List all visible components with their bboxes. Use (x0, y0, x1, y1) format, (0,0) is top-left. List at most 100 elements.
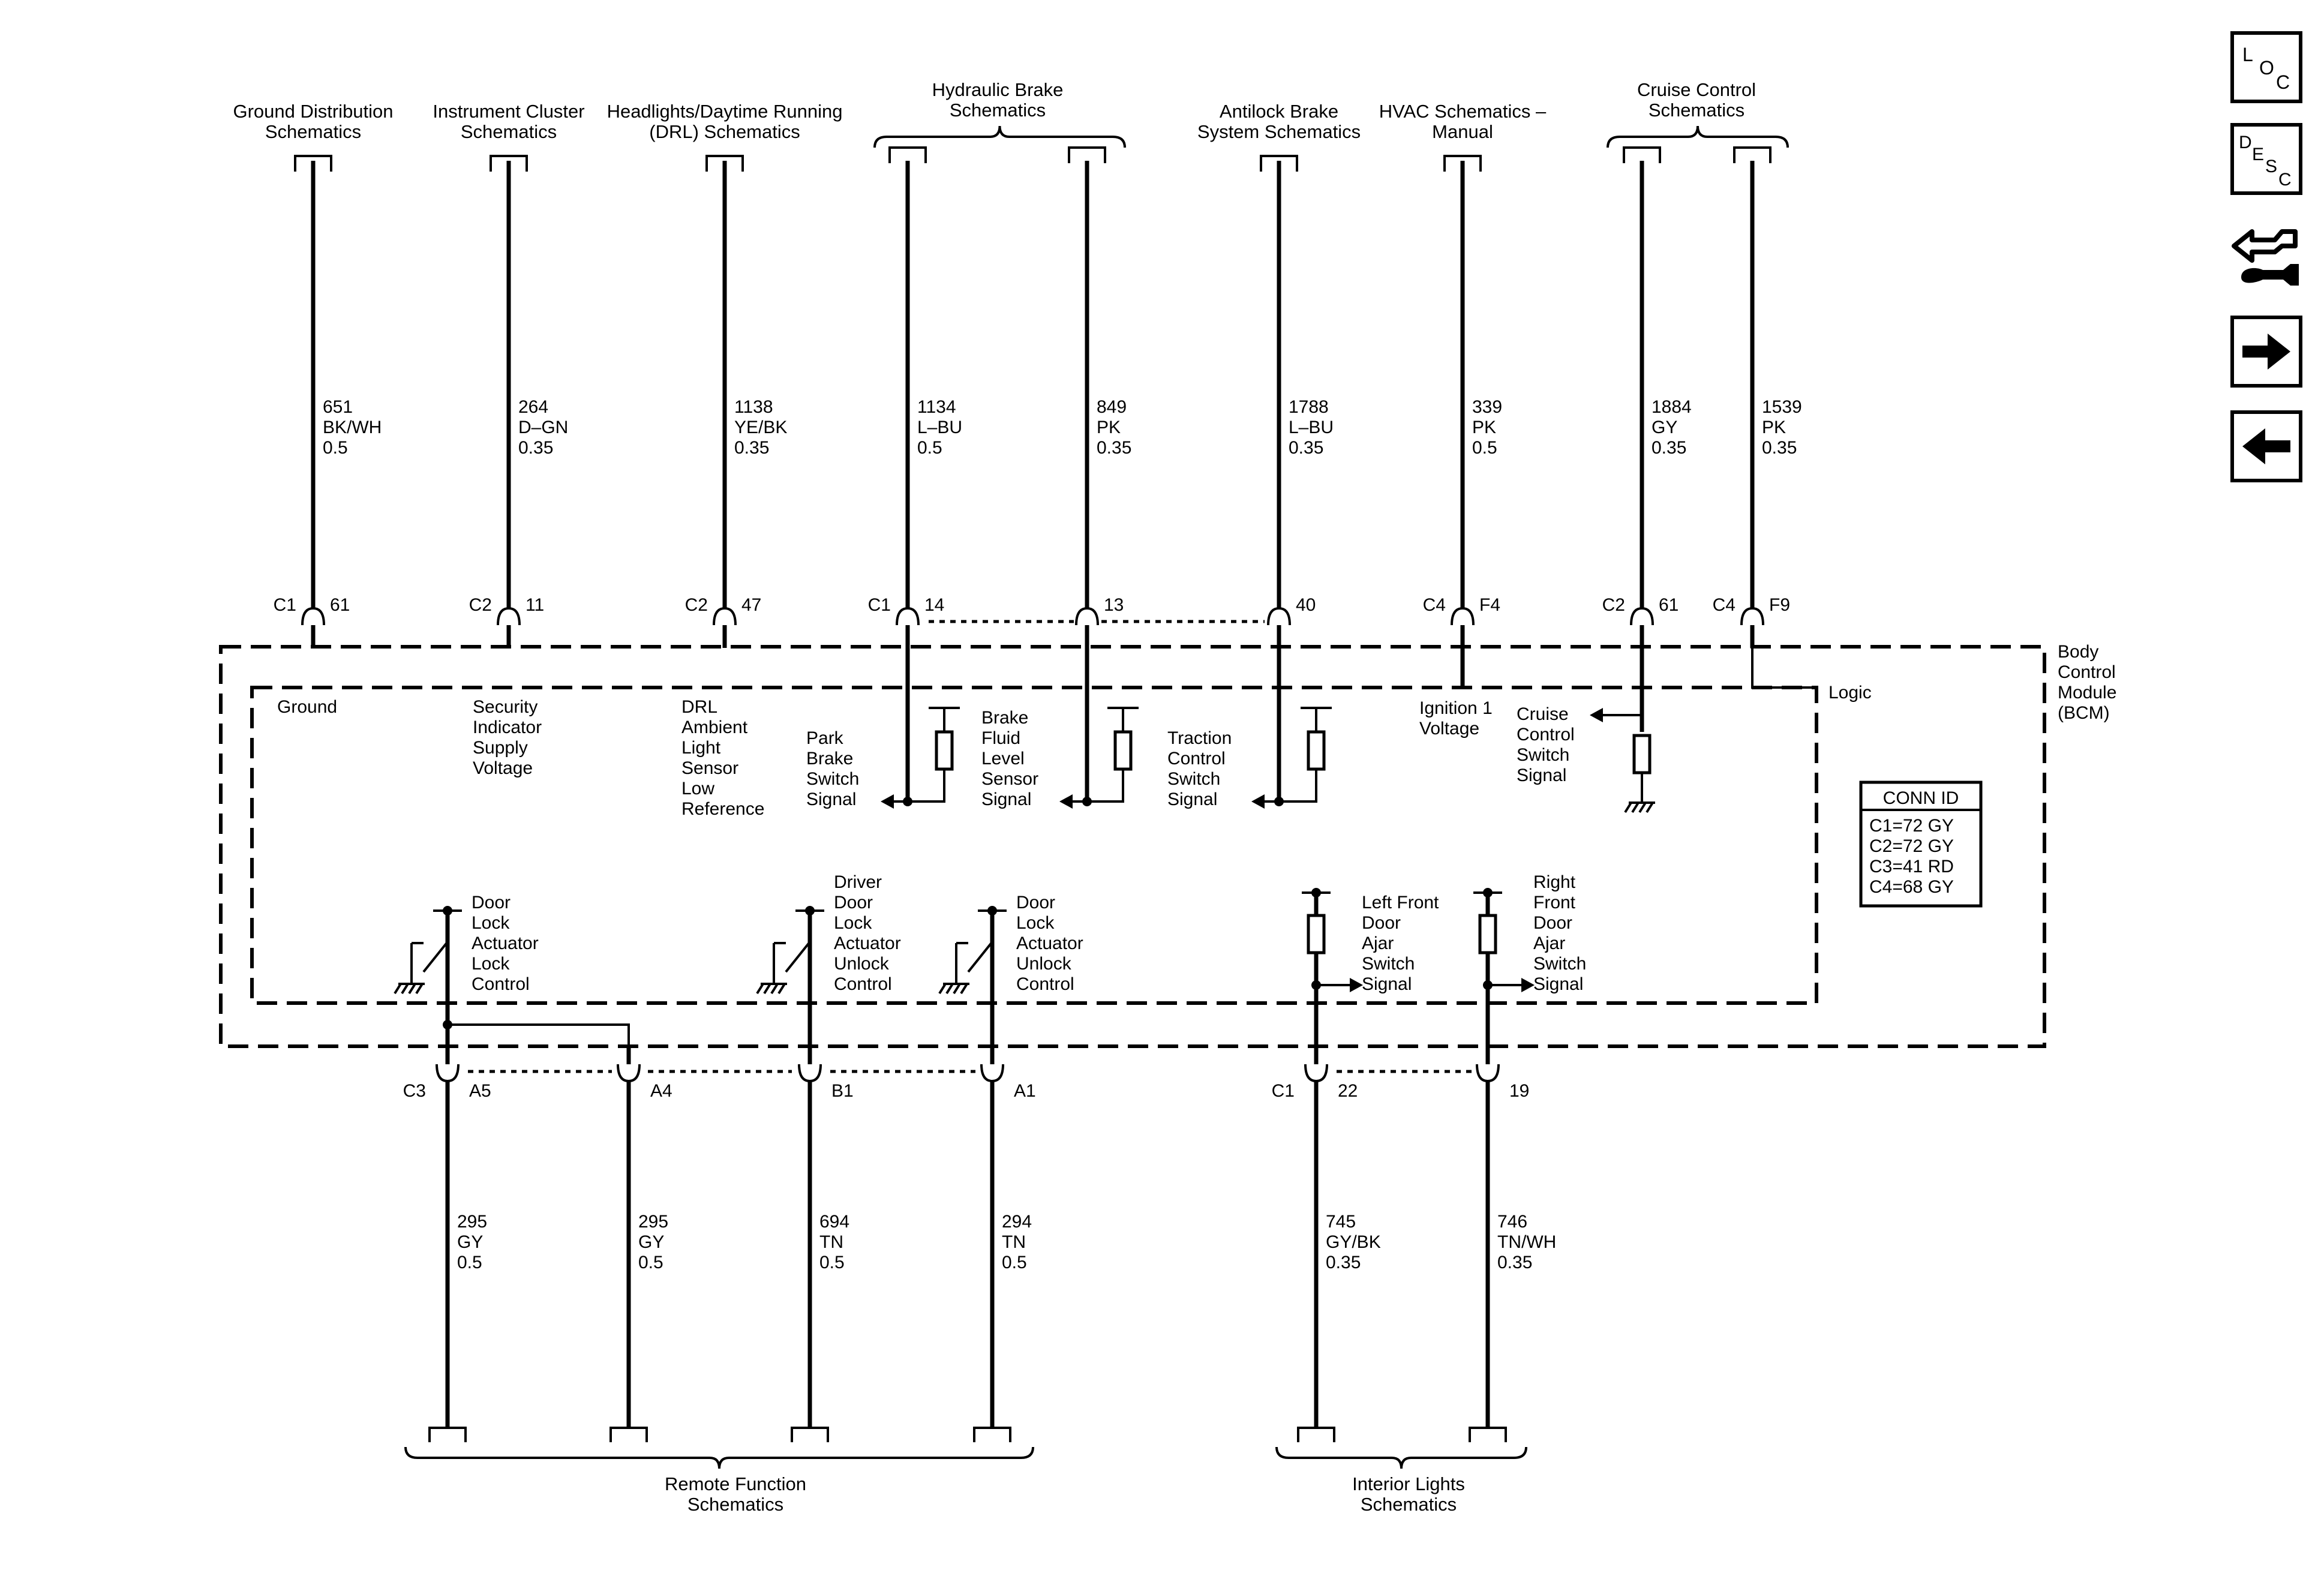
top-circuit-0: Ground DistributionSchematics651BK/WH0.5… (233, 101, 394, 648)
bottom-circuit-1-pigtail (609, 1427, 648, 1442)
func-brake-fluid-line-0: Brake (981, 708, 1028, 728)
park-brake-arrow (881, 794, 894, 809)
bottom-circuit-0-pin: A5 (469, 1081, 491, 1101)
module-name-line-3: (BCM) (2058, 703, 2110, 723)
func-unlock-line-2: Actuator (1016, 933, 1083, 953)
func-traction-line-2: Switch (1167, 769, 1220, 789)
left-front-ajar-top-dot (1311, 888, 1321, 897)
func-driver-unlock-line-1: Door (834, 893, 873, 912)
lock-bridge-node (443, 1020, 452, 1029)
traction-resistor (1307, 730, 1326, 771)
func-door-lock-line-0: Door (472, 893, 511, 912)
module-name-line-0: Body (2058, 642, 2098, 662)
top-circuit-1-title-line-1: Schematics (461, 121, 557, 142)
func-security-line-1: Indicator (473, 718, 542, 737)
bottom-circuit-4-wire-spec-line-1: GY/BK (1326, 1232, 1381, 1252)
top-circuit-8-pin: F9 (1769, 595, 1790, 615)
func-driver-unlock-line-2: Lock (834, 913, 872, 933)
top-circuit-7-pin: 61 (1659, 595, 1679, 615)
cruise-pigtail-1 (1623, 146, 1661, 163)
next-page-button[interactable] (2230, 316, 2302, 388)
bcm-module-boundary (219, 645, 2046, 1048)
func-drl-line-0: DRL (681, 697, 717, 717)
bottom-circuit-5-wire-spec-line-2: 0.35 (1497, 1253, 1532, 1272)
func-driver-unlock-line-0: Driver (834, 872, 882, 892)
top-circuit-0-wire-spec-line-2: 0.5 (323, 438, 348, 458)
func-right-front-ajar-line-5: Signal (1533, 974, 1583, 994)
func-left-front-ajar-line-2: Ajar (1362, 933, 1394, 953)
top-circuit-1-wire-spec-line-2: 0.35 (518, 438, 553, 458)
top-circuit-5-wire-spec-line-2: 0.35 (1289, 438, 1323, 458)
hydraulic-title-line-1: Schematics (950, 100, 1046, 121)
cruise-ground-hatch-0 (1624, 801, 1632, 813)
func-ignition-line-1: Voltage (1419, 719, 1479, 739)
conn-id-title: CONN ID (1883, 788, 1959, 808)
hydraulic-pigtail-2 (1068, 146, 1106, 163)
func-door-lock-line-4: Control (472, 974, 530, 994)
logic-lead (1751, 648, 1818, 689)
right-front-ajar-top-dot (1483, 888, 1493, 897)
park-brake-resistor (935, 730, 954, 771)
top-circuit-2-title-line-0: Headlights/Daytime Running (607, 101, 843, 122)
lock-switch-ground-hatch-3 (415, 983, 424, 995)
unlock-switch (938, 906, 1007, 1046)
top-circuit-6-title-line-1: Manual (1432, 121, 1493, 142)
top-circuit-7-terminal (1630, 607, 1654, 626)
func-logic: Logic (1828, 683, 1872, 703)
lock-switch-top-dot (443, 906, 452, 915)
conn-id-row-line-2: C3=41 RD (1869, 857, 1954, 876)
func-left-front-ajar-line-1: Door (1362, 913, 1401, 933)
top-circuit-3-terminal (896, 607, 920, 626)
connector-repair-icon[interactable] (2228, 215, 2306, 293)
arrow-right-icon (2242, 334, 2290, 370)
bottom-circuit-4-wire-spec-line-0: 745 (1326, 1212, 1356, 1232)
func-unlock-line-0: Door (1016, 893, 1055, 912)
bottom-circuit-0-wire-spec-line-1: GY (457, 1232, 483, 1252)
bottom-circuit-0-wire-spec-line-0: 295 (457, 1212, 487, 1232)
func-right-front-ajar-line-3: Ajar (1533, 933, 1565, 953)
top-circuit-2-wire-spec-line-2: 0.35 (734, 438, 769, 458)
top-circuit-8-wire-spec-line-0: 1539 (1762, 397, 1802, 417)
func-park-brake-line-0: Park (806, 728, 844, 748)
top-circuit-0-title-line-1: Schematics (265, 121, 361, 142)
func-door-lock-line-3: Lock (472, 954, 510, 974)
cruise-ground-hatch-2 (1638, 801, 1647, 813)
func-left-front-ajar-line-3: Switch (1362, 954, 1415, 974)
top-circuit-6-pin: F4 (1479, 595, 1500, 615)
cruise-ground (1624, 801, 1655, 813)
top-circuit-8-wire-spec-line-1: PK (1762, 418, 1786, 437)
lock-switch-ground-hatch-2 (408, 983, 416, 995)
func-right-front-ajar-line-2: Door (1533, 913, 1572, 933)
func-brake-fluid-line-4: Signal (981, 789, 1031, 809)
top-circuit-2-pigtail (705, 155, 744, 172)
driver-unlock-switch-top-dot (805, 906, 815, 915)
top-circuit-1-wire-spec-line-0: 264 (518, 397, 548, 417)
desc-letter-c: C (2278, 170, 2292, 190)
traction-arrow (1251, 794, 1265, 809)
unlock-switch-ground-hatch-3 (960, 983, 968, 995)
bottom-circuit-4-pigtail (1297, 1427, 1335, 1442)
top-circuit-8-wire-spec-line-2: 0.35 (1762, 438, 1797, 458)
cruise-brace (1607, 125, 1789, 148)
func-brake-fluid-line-1: Fluid (981, 728, 1020, 748)
previous-page-button[interactable] (2230, 410, 2302, 482)
func-security-line-0: Security (473, 697, 538, 717)
right-front-ajar-resistor (1478, 914, 1497, 954)
top-circuit-6-terminal (1451, 607, 1475, 626)
func-drl-line-4: Low (681, 779, 714, 798)
brake-fluid-arrow (1059, 794, 1073, 809)
top-circuit-6-title-line-0: HVAC Schematics – (1379, 101, 1547, 122)
bottom-circuit-5-pin: 19 (1509, 1081, 1529, 1101)
func-drl-line-5: Reference (681, 799, 764, 819)
func-right-front-ajar-line-0: Right (1533, 872, 1576, 892)
cruise-ground-hatch-1 (1631, 801, 1640, 813)
